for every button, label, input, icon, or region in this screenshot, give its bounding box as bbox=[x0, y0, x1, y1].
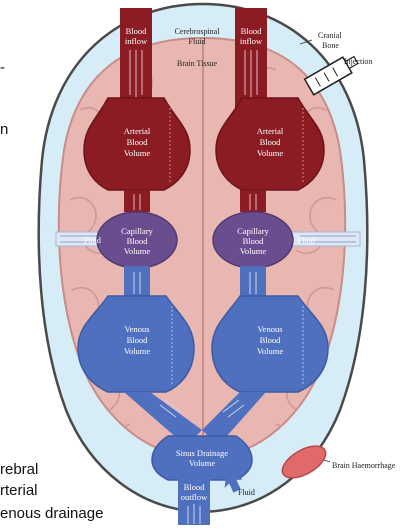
outflow-label-1: Blood bbox=[184, 482, 206, 492]
arterial-label-right-2: Blood bbox=[260, 137, 282, 147]
capillary-label-left-3: Volume bbox=[124, 246, 151, 256]
capillary-label-right-2: Blood bbox=[243, 236, 265, 246]
csf-label-2: Fluid bbox=[189, 37, 206, 46]
edge-text-n: n bbox=[0, 122, 8, 137]
venous-label-left-2: Blood bbox=[127, 335, 149, 345]
artery-neck-left bbox=[124, 190, 150, 212]
inflow-label-left-1: Blood bbox=[126, 26, 148, 36]
capillary-label-right-1: Capillary bbox=[237, 226, 269, 236]
edge-text-dash: - bbox=[0, 60, 5, 75]
cranial-bone-label-2: Bone bbox=[322, 41, 339, 50]
arterial-label-left-1: Arterial bbox=[124, 126, 151, 136]
capillary-label-left-2: Blood bbox=[127, 236, 149, 246]
sinus-label-2: Volume bbox=[189, 458, 216, 468]
vein-neck-right bbox=[240, 266, 266, 298]
brain-tissue-label: Brain Tissue bbox=[177, 59, 218, 68]
outflow-label-2: outflow bbox=[181, 492, 208, 502]
arterial-label-left-3: Volume bbox=[124, 148, 151, 158]
venous-label-right-1: Venous bbox=[257, 324, 282, 334]
csf-label-1: Cerebrospinal bbox=[175, 27, 221, 36]
venous-label-right-3: Volume bbox=[257, 346, 284, 356]
arterial-label-right-3: Volume bbox=[257, 148, 284, 158]
injection-label: Injection bbox=[344, 57, 372, 66]
sinus-label-1: Sinus Drainage bbox=[176, 448, 228, 458]
edge-text-rterial: rterial bbox=[0, 483, 38, 498]
inflow-label-left-2: inflow bbox=[125, 36, 148, 46]
fluid-label-left: Fluid bbox=[84, 236, 101, 245]
arterial-label-left-2: Blood bbox=[127, 137, 149, 147]
fluid-label-right: Fluid bbox=[298, 236, 315, 245]
arterial-label-right-1: Arterial bbox=[257, 126, 284, 136]
haemorrhage-label: Brain Haemorrhage bbox=[332, 461, 396, 470]
venous-label-right-2: Blood bbox=[260, 335, 282, 345]
inflow-label-right-1: Blood bbox=[241, 26, 263, 36]
cranial-bone-label-1: Cranial bbox=[318, 31, 342, 40]
edge-text-venous-drainage: enous drainage bbox=[0, 506, 103, 521]
fluid-label-sinus: Fluid bbox=[238, 488, 255, 497]
edge-text-rebral: rebral bbox=[0, 462, 38, 477]
venous-label-left-1: Venous bbox=[124, 324, 149, 334]
inflow-label-right-2: inflow bbox=[240, 36, 263, 46]
venous-label-left-3: Volume bbox=[124, 346, 151, 356]
capillary-label-right-3: Volume bbox=[240, 246, 267, 256]
artery-neck-right bbox=[240, 190, 266, 212]
capillary-label-left-1: Capillary bbox=[121, 226, 153, 236]
vein-neck-left bbox=[124, 266, 150, 298]
